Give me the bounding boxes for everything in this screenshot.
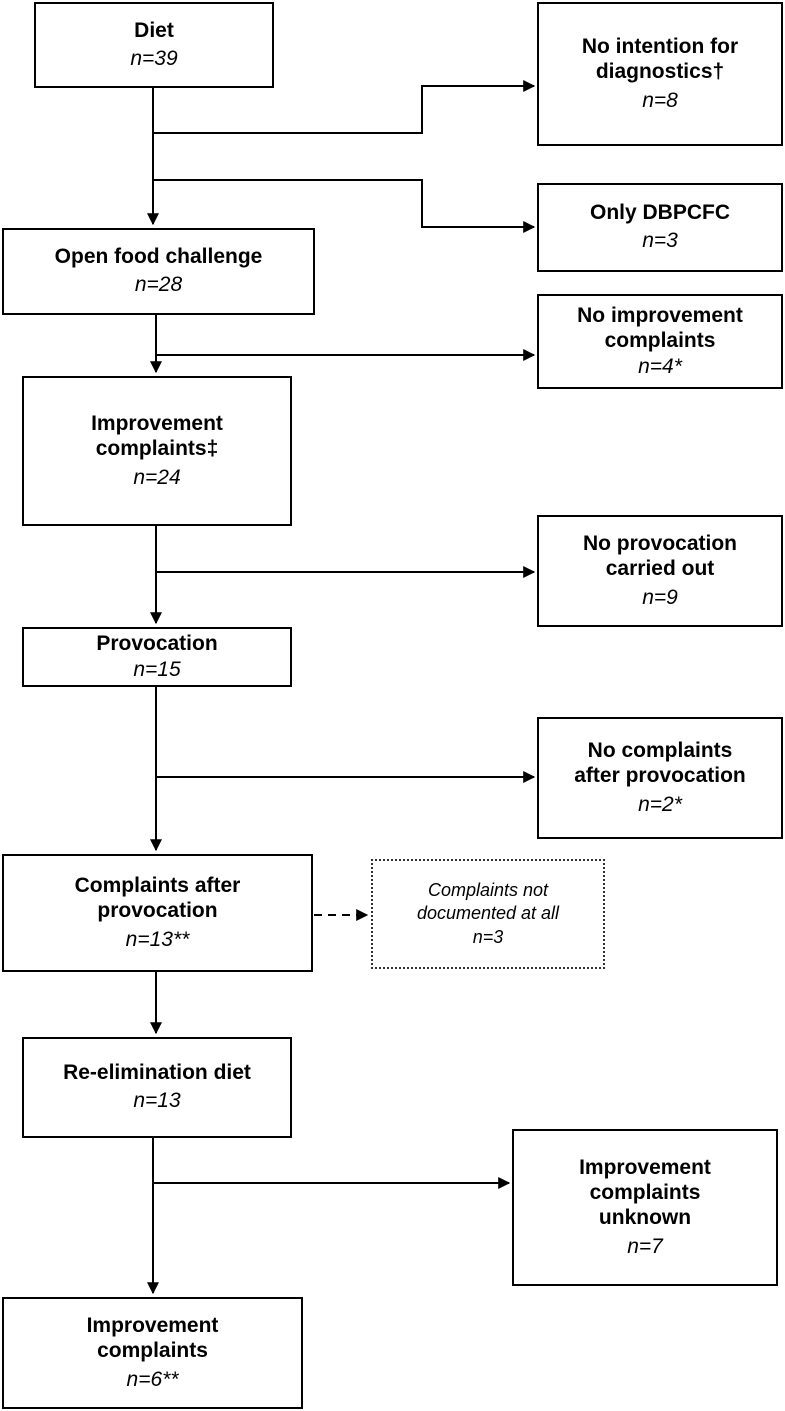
node-improvement-complaints-final: Improvement complaints n=6** xyxy=(2,1297,303,1409)
node-title-line-3: unknown xyxy=(598,1206,692,1230)
arrow-to-no-intention xyxy=(153,80,536,134)
node-open-food-challenge: Open food challenge n=28 xyxy=(2,228,315,315)
node-count: n=15 xyxy=(133,657,181,681)
node-count: n=13** xyxy=(125,927,190,951)
node-no-improvement-complaints: No improvement complaints n=4* xyxy=(537,294,783,389)
node-title: Diet xyxy=(134,18,174,42)
node-count: n=24 xyxy=(133,465,181,489)
node-count: n=28 xyxy=(134,273,183,297)
node-title: Only DBPCFC xyxy=(589,201,730,225)
node-improvement-complaints: Improvement complaints‡ n=24 xyxy=(22,376,292,526)
node-title-line-2: complaints xyxy=(97,1339,208,1363)
node-title: Re-elimination diet xyxy=(63,1061,251,1085)
node-complaints-after-provocation: Complaints after provocation n=13** xyxy=(2,854,313,972)
node-count: n=13 xyxy=(133,1089,181,1113)
node-line-2: documented at all xyxy=(416,903,560,924)
node-complaints-not-documented: Complaints not documented at all n=3 xyxy=(371,859,605,969)
node-count: n=6** xyxy=(126,1367,179,1391)
node-line-1: Complaints not xyxy=(427,879,549,900)
node-title: Provocation xyxy=(96,631,218,655)
node-re-elimination-diet: Re-elimination diet n=13 xyxy=(22,1037,292,1138)
node-title-line-2: provocation xyxy=(97,899,218,923)
node-title-line-2: after provocation xyxy=(574,764,746,788)
node-no-provocation-carried-out: No provocation carried out n=9 xyxy=(537,515,783,627)
node-title-line-1: No improvement xyxy=(577,303,743,327)
node-provocation: Provocation n=15 xyxy=(22,627,292,687)
node-no-complaints-after-provocation: No complaints after provocation n=2* xyxy=(537,717,783,839)
node-count: n=9 xyxy=(642,585,678,609)
node-title-line-1: No intention for xyxy=(581,35,739,59)
node-title-line-1: Improvement xyxy=(86,1314,219,1338)
node-improvement-complaints-unknown: Improvement complaints unknown n=7 xyxy=(512,1129,778,1286)
node-title-line-1: No complaints xyxy=(587,739,733,763)
node-title-line-2: diagnostics† xyxy=(595,60,725,84)
node-title-line-2: complaints xyxy=(604,328,716,352)
node-count: n=7 xyxy=(627,1234,663,1258)
node-title-line-2: carried out xyxy=(605,557,715,581)
node-no-intention-for-diagnostics: No intention for diagnostics† n=8 xyxy=(537,2,783,146)
node-title-line-1: Complaints after xyxy=(74,874,241,898)
node-count: n=3 xyxy=(472,926,504,947)
node-title: Open food challenge xyxy=(54,245,263,269)
node-title-line-1: Improvement xyxy=(91,412,223,436)
node-only-dbpcfc: Only DBPCFC n=3 xyxy=(537,183,783,272)
node-count: n=3 xyxy=(642,229,678,253)
node-diet: Diet n=39 xyxy=(34,2,274,88)
node-count: n=8 xyxy=(642,88,678,112)
node-count: n=2* xyxy=(638,792,682,816)
node-title-line-2: complaints‡ xyxy=(95,437,219,461)
arrow-to-only-dbpcfc xyxy=(153,179,536,233)
node-count: n=4* xyxy=(638,355,682,379)
node-count: n=39 xyxy=(130,46,178,70)
node-title-line-1: No provocation xyxy=(582,532,737,556)
node-title-line-2: complaints xyxy=(589,1181,701,1205)
node-title-line-1: Improvement xyxy=(579,1156,711,1180)
